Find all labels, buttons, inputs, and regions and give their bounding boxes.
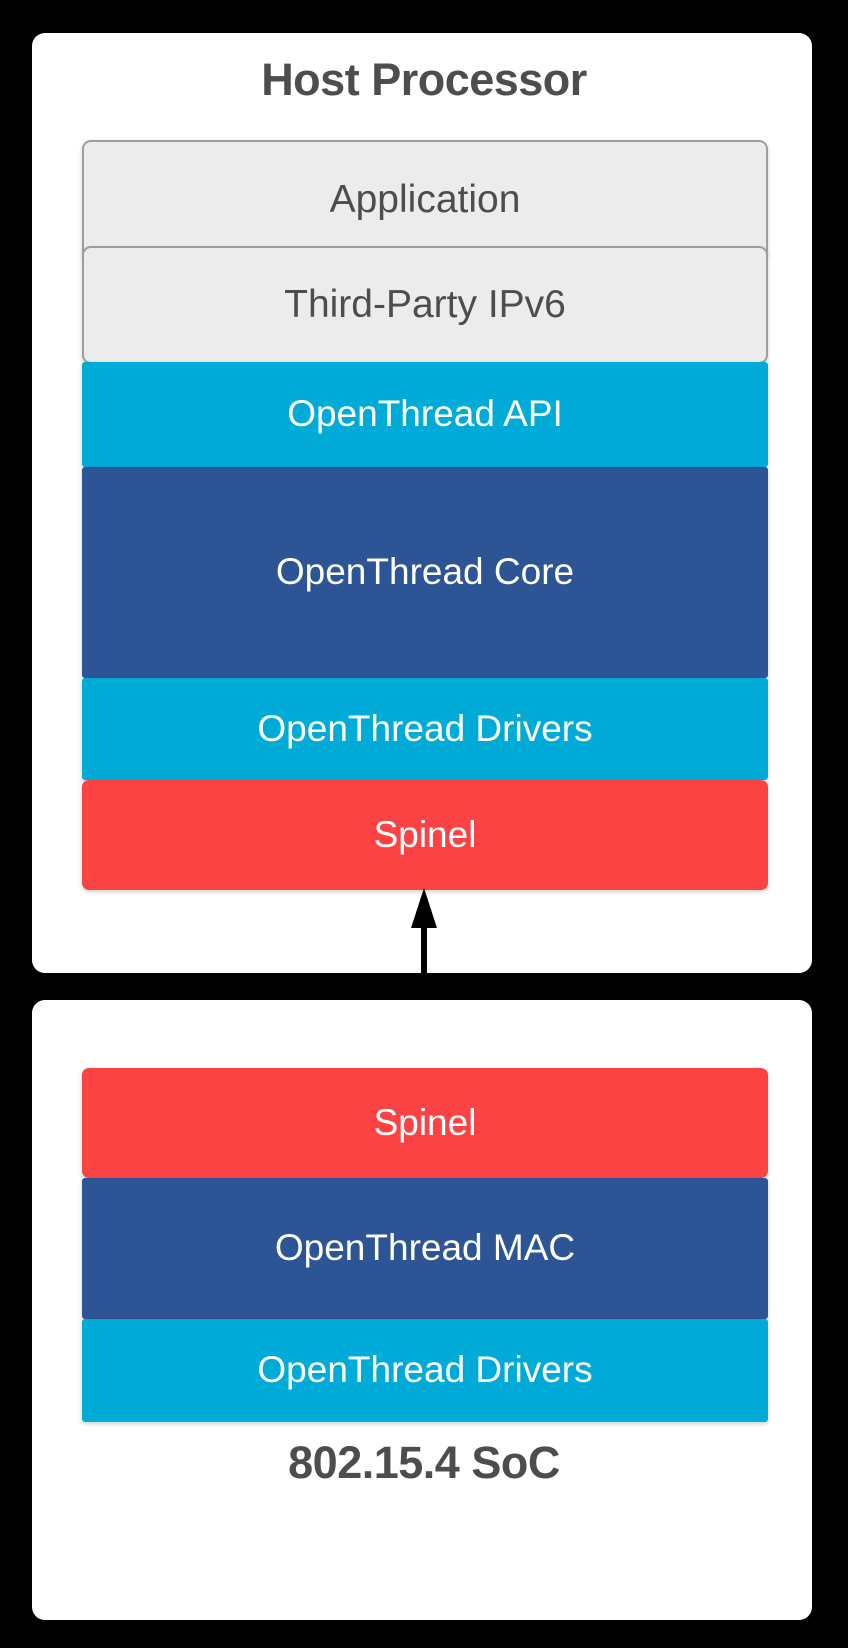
layer-third-party-ipv6-label: Third-Party IPv6	[284, 282, 566, 326]
layer-openthread-drivers-host: OpenThread Drivers	[82, 678, 768, 780]
layer-openthread-drivers-soc: OpenThread Drivers	[82, 1319, 768, 1422]
layer-openthread-api-label: OpenThread API	[287, 393, 563, 435]
soc-title: 802.15.4 SoC	[288, 1437, 560, 1488]
layer-openthread-mac: OpenThread MAC	[82, 1178, 768, 1319]
layer-spinel-host: Spinel	[82, 780, 768, 890]
layer-openthread-mac-label: OpenThread MAC	[274, 1227, 576, 1269]
layer-spinel-soc-label: Spinel	[373, 1101, 477, 1143]
layer-openthread-drivers-host-label: OpenThread Drivers	[257, 707, 593, 749]
layer-application-label: Application	[329, 177, 521, 221]
layer-spinel-host-label: Spinel	[373, 813, 477, 855]
layer-third-party-ipv6: Third-Party IPv6	[82, 246, 768, 364]
layer-openthread-api: OpenThread API	[82, 362, 768, 467]
layer-openthread-drivers-soc-label: OpenThread Drivers	[257, 1349, 593, 1391]
layer-spinel-soc: Spinel	[82, 1068, 768, 1178]
layer-application: Application	[82, 140, 768, 260]
layer-openthread-core-label: OpenThread Core	[275, 551, 575, 593]
host-processor-title: Host Processor	[261, 54, 587, 105]
layer-openthread-core: OpenThread Core	[82, 467, 768, 678]
